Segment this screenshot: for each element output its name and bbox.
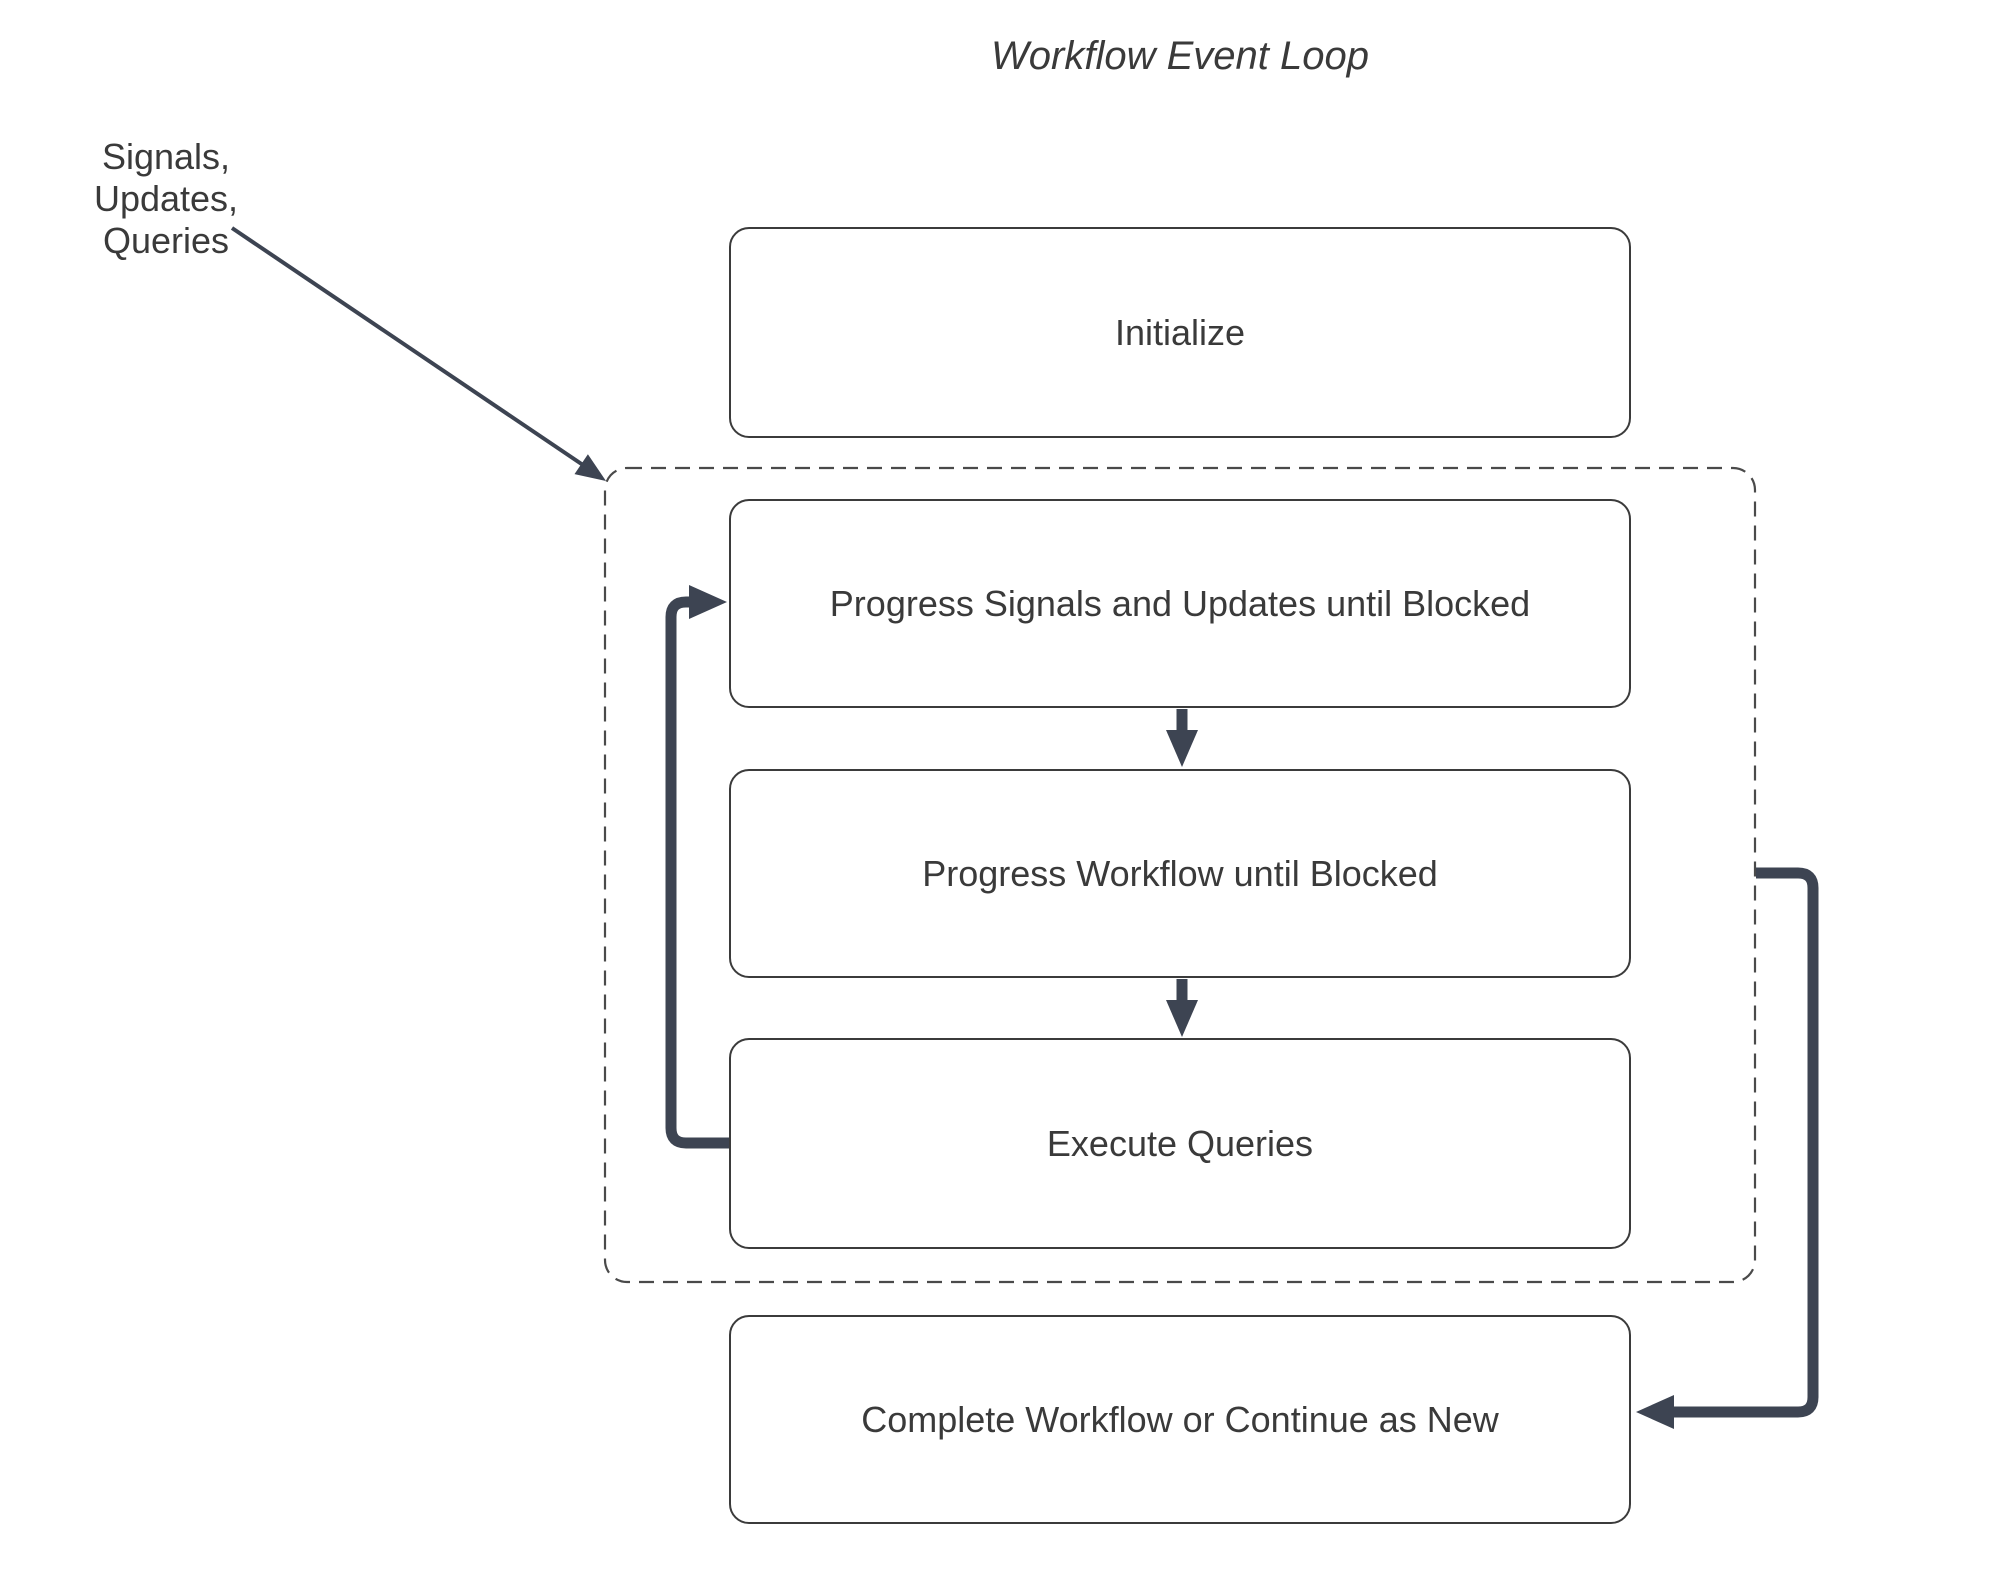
down-arrow-signals-to-workflow	[1166, 709, 1198, 767]
node-progress-signals: Progress Signals and Updates until Block…	[729, 499, 1631, 708]
node-complete-workflow: Complete Workflow or Continue as New	[729, 1315, 1631, 1524]
signals-updates-queries-label: Signals, Updates, Queries	[93, 136, 239, 262]
event-loop-dashed-container	[603, 466, 1757, 1284]
continue-as-new-arrow	[1636, 867, 1819, 1429]
node-progress-signals-label: Progress Signals and Updates until Block…	[829, 582, 1531, 624]
node-execute-queries: Execute Queries	[729, 1038, 1631, 1249]
node-initialize: Initialize	[729, 227, 1631, 438]
node-progress-workflow: Progress Workflow until Blocked	[729, 769, 1631, 978]
down-arrow-workflow-to-queries	[1166, 979, 1198, 1037]
signals-input-arrow	[230, 226, 606, 481]
node-progress-workflow-label: Progress Workflow until Blocked	[922, 852, 1438, 894]
loop-back-arrow	[665, 585, 729, 1149]
node-execute-queries-label: Execute Queries	[1046, 1122, 1314, 1164]
node-initialize-label: Initialize	[1114, 311, 1246, 353]
page-title: Workflow Event Loop	[991, 34, 1369, 78]
node-complete-workflow-label: Complete Workflow or Continue as New	[861, 1398, 1499, 1440]
